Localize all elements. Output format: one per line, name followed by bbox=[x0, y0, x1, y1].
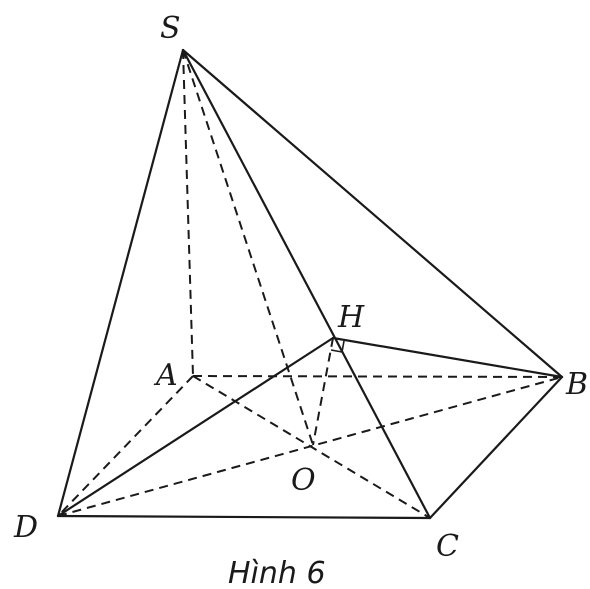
edge-DC bbox=[56, 514, 432, 520]
edge-SD bbox=[56, 48, 185, 518]
edge-SC bbox=[181, 48, 432, 520]
edge-HO bbox=[312, 337, 334, 446]
edge-DB bbox=[57, 376, 563, 517]
edge-AB bbox=[192, 375, 563, 378]
edge-CB bbox=[428, 375, 564, 520]
edge-AD bbox=[57, 375, 194, 517]
vertex-label-H: H bbox=[337, 300, 365, 335]
right-angle-mark-H bbox=[330, 340, 345, 353]
vertex-label-D: D bbox=[13, 510, 38, 545]
edge-SB bbox=[181, 48, 564, 379]
vertex-label-C: C bbox=[436, 529, 459, 564]
vertex-label-A: A bbox=[153, 358, 178, 393]
vertex-label-O: O bbox=[291, 463, 316, 498]
vertex-label-B: B bbox=[565, 367, 588, 402]
edge-DH bbox=[56, 336, 335, 518]
edge-SO bbox=[182, 49, 314, 446]
edge-SA bbox=[182, 49, 194, 377]
vertex-label-S: S bbox=[160, 11, 181, 46]
figure-caption: Hình 6 bbox=[228, 556, 326, 589]
edge-HB bbox=[331, 336, 564, 379]
